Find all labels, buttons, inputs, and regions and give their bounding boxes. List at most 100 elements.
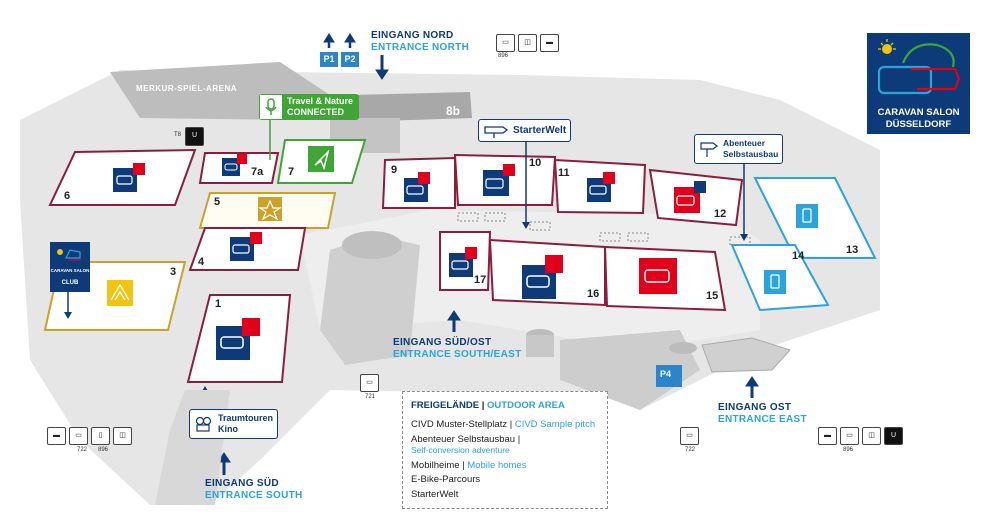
- legend-title-de: FREIGELÄNDE: [411, 400, 480, 411]
- legend-item-de: CIVD Muster-Stellplatz: [411, 419, 508, 430]
- club-pointer-head: [64, 312, 72, 319]
- underground-icon: U: [884, 427, 903, 445]
- hall-3-number[interactable]: 3: [170, 266, 177, 278]
- legend-item-en: Self-conversion adventure: [411, 445, 510, 455]
- hall-15-icon: [639, 258, 677, 294]
- hall-10-icon: [483, 164, 515, 196]
- logo-line2: DÜSSELDORF: [885, 119, 952, 130]
- hall-15-number[interactable]: 15: [706, 290, 719, 302]
- hall-14-number[interactable]: 14: [792, 250, 805, 262]
- starterwelt-sign[interactable]: StarterWelt: [478, 119, 572, 142]
- silo-2: [669, 342, 697, 354]
- hall-13-icon: [796, 204, 818, 228]
- club-badge-line2: CLUB: [61, 280, 79, 286]
- entrance-south-east-label: EINGANG SÜD/OST: [393, 337, 492, 348]
- hall-1-number[interactable]: 1: [215, 298, 222, 310]
- bus-icon: ▭: [496, 34, 515, 52]
- facility-east-number-a: 722: [685, 447, 696, 453]
- traumtouren-sign[interactable]: Traumtouren Kino: [189, 409, 279, 439]
- legend-separator: |: [462, 460, 465, 471]
- hall-9-number[interactable]: 9: [391, 164, 398, 176]
- legend-item-en: Mobile homes: [467, 460, 527, 471]
- club-badge-line1: CARAVAN SALON: [50, 268, 90, 273]
- hall-9-icon: [404, 172, 430, 202]
- hall-7-number[interactable]: 7: [288, 166, 295, 178]
- legend-separator: |: [509, 419, 513, 430]
- silo-1-body: [526, 335, 554, 357]
- starterwelt-pointer-head: [522, 222, 530, 229]
- caravan-salon-club-badge[interactable]: CARAVAN SALON CLUB: [50, 242, 90, 292]
- hall-13-number[interactable]: 13: [846, 244, 859, 256]
- hall-17-number[interactable]: 17: [474, 274, 487, 286]
- legend-item-de: Mobilheime: [411, 460, 460, 471]
- logo-line1: CARAVAN SALON: [877, 107, 960, 118]
- legend-item-en: CIVD Sample pitch: [514, 419, 596, 430]
- legend-separator: |: [481, 400, 485, 411]
- hall-6-icon: [113, 163, 145, 192]
- stadium: [320, 235, 420, 365]
- hall-16-number[interactable]: 16: [587, 288, 600, 300]
- hall-5-number[interactable]: 5: [214, 196, 221, 208]
- hall-5-icon: [258, 197, 282, 221]
- hall-7a-number[interactable]: 7a: [251, 166, 264, 178]
- entrance-south-label-en: ENTRANCE SOUTH: [205, 490, 303, 501]
- outdoor-pitch: [457, 212, 479, 222]
- bus-icon: ▭: [840, 427, 859, 445]
- tram-icon: ▯: [91, 427, 110, 445]
- facility-icons-center: ▭: [360, 374, 379, 392]
- parking-p2-badge[interactable]: P2: [341, 52, 359, 67]
- facility-icons-east-2: ▬ ▭ ◫ U: [818, 427, 903, 445]
- entrance-east-label: EINGANG OST: [718, 402, 792, 413]
- signpost-icon: [484, 125, 509, 138]
- hall-12-number[interactable]: 12: [714, 208, 727, 220]
- caravan-salon-logo: CARAVAN SALON DÜSSELDORF: [867, 33, 970, 134]
- car-icon: ▬: [47, 427, 66, 445]
- hall-3-icon: [107, 280, 133, 306]
- bus-icon: ▭: [69, 427, 88, 445]
- entrance-north-label-en: ENTRANCE NORTH: [371, 42, 470, 53]
- hall-4-number[interactable]: 4: [198, 256, 205, 268]
- club-logo-icon: [57, 249, 82, 261]
- hall-1-icon: [216, 318, 260, 360]
- facility-east-number-b: 896: [843, 447, 854, 453]
- facility-southwest-number-b: 896: [98, 447, 109, 453]
- facility-center-number: 721: [365, 394, 376, 400]
- hall-11-number[interactable]: 11: [558, 167, 570, 179]
- hall-4-icon: [230, 232, 262, 261]
- signpost-icon: [700, 142, 718, 157]
- hall-17-icon: [449, 247, 477, 277]
- outdoor-pitch: [729, 236, 751, 246]
- abenteuer-line2: Selbstausbau: [723, 149, 779, 159]
- hall-16-icon: [522, 255, 563, 299]
- entrance-east-label-en: ENTRANCE EAST: [718, 414, 807, 425]
- arrow-entrance-north: [375, 55, 389, 80]
- parking-p1-badge[interactable]: P1: [320, 52, 338, 67]
- legend-item-de: E-Bike-Parcours: [411, 474, 481, 485]
- arrow-entrance-south-east: [447, 310, 461, 332]
- legend-item-de: Abenteuer Selbstausbau: [411, 434, 516, 445]
- hall-6-number[interactable]: 6: [64, 190, 71, 202]
- facility-southwest-number-a: 722: [77, 447, 88, 453]
- t8-label: T8: [174, 132, 182, 138]
- hall-10-number[interactable]: 10: [529, 157, 542, 169]
- bus-icon: ▭: [680, 427, 699, 445]
- outdoor-area-legend: FREIGELÄNDE | OUTDOOR AREA CIVD Muster-S…: [402, 391, 608, 509]
- taxi-icon: ◫: [518, 34, 537, 52]
- east-entrance-building: [701, 337, 791, 373]
- parking-p4-label[interactable]: P4: [660, 369, 672, 379]
- legend-item-de: StarterWelt: [411, 489, 459, 500]
- travel-nature-sign[interactable]: Travel & Nature CONNECTED: [259, 94, 360, 120]
- arrow-p1: [323, 33, 335, 48]
- outdoor-pitch: [599, 232, 621, 242]
- car-icon: ▬: [818, 427, 837, 445]
- abenteuer-sign[interactable]: Abenteuer Selbstausbau: [694, 134, 784, 164]
- entrance-north-label: EINGANG NORD: [371, 30, 454, 41]
- entrance-south-east-label-en: ENTRANCE SOUTH/EAST: [393, 349, 522, 360]
- hall-12-icon: [674, 181, 706, 213]
- building-8b: [350, 92, 472, 122]
- hall-7-icon: [308, 146, 334, 172]
- building-8b-label: 8b: [446, 104, 461, 118]
- outdoor-pitch: [529, 221, 551, 231]
- parking-p4-box: [656, 365, 682, 387]
- hall-14-icon: [764, 270, 786, 294]
